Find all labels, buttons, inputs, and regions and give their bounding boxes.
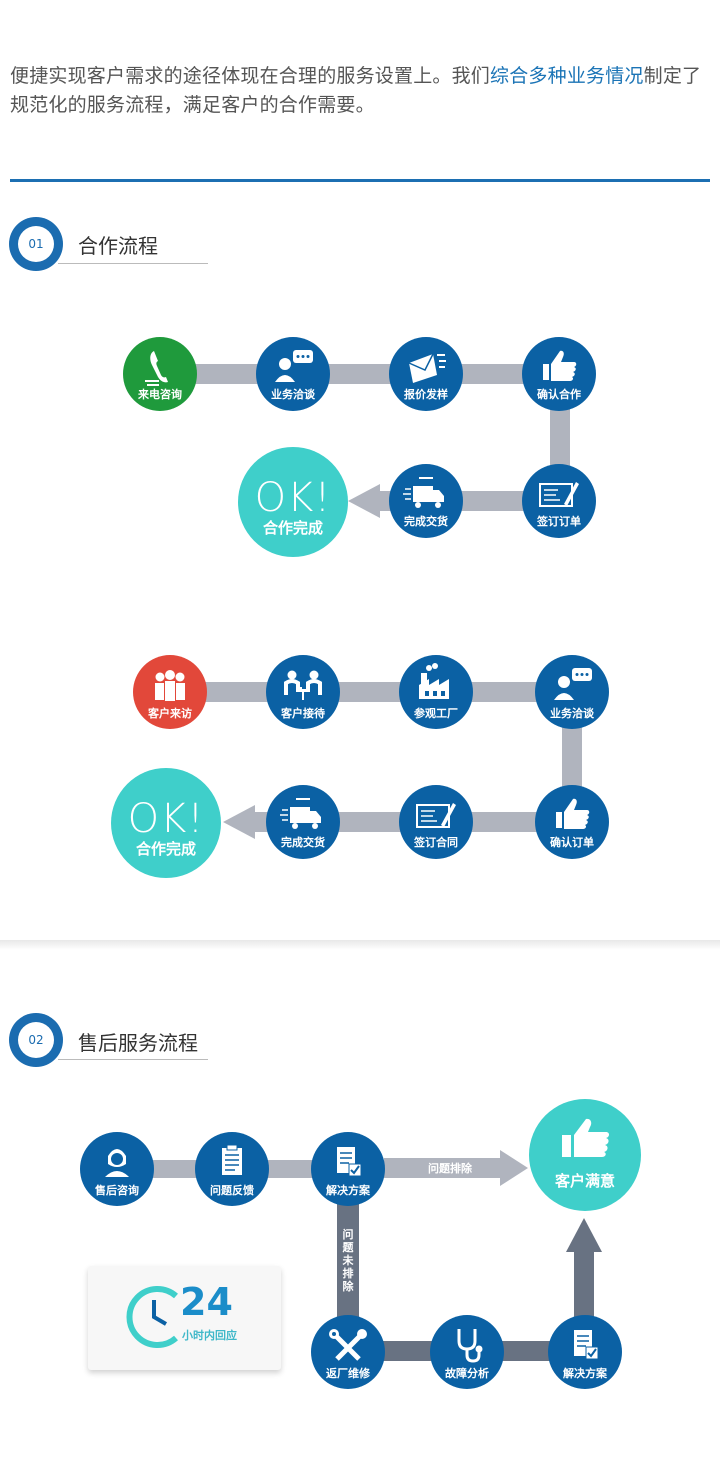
flow2-node-factory: 参观工厂 [399,655,473,729]
clock-icon [126,1286,178,1348]
flow2-node-confirm-order: 确认订单 [535,785,609,859]
intro-text: 便捷实现客户需求的途径体现在合理的服务设置上。我们综合多种业务情况制定了规范化的… [10,62,715,120]
flow3-arrow-up-icon [566,1218,602,1252]
ok-text: OK! [127,796,205,842]
stethoscope-icon [457,1329,483,1363]
reception-desk-icon [284,670,322,700]
section-number: 02 [18,1022,54,1058]
flow1-node-sign: 签订订单 [522,464,596,538]
node-label: 问题反馈 [210,1184,254,1197]
flow2-node-visit: 客户来访 [133,655,207,729]
node-label: 确认合作 [537,388,581,401]
thumbs-up-icon [556,798,590,829]
group-people-icon [155,670,185,701]
node-label: 故障分析 [445,1367,489,1380]
divider-rule [10,179,710,182]
flow3-connector-down [337,1200,359,1330]
section-separator [0,940,720,950]
truck-icon [280,798,321,829]
resolved-label: 问题排除 [428,1162,472,1175]
flow2-node-contract: 签订合同 [399,785,473,859]
badge-number: 24 [180,1280,233,1324]
intro-part2: 制定了规范化的服务流程，满足客户的合作需要。 [10,65,702,116]
flow2-arrow-left-icon [223,805,255,839]
ok-text: OK! [254,475,332,521]
checklist-icon [337,1147,362,1177]
flow3-node-consult: 售后咨询 [80,1132,154,1206]
ok-subtext: 合作完成 [262,519,323,537]
node-label: 解决方案 [563,1367,607,1380]
section-underline [58,263,208,264]
phone-icon [145,351,168,386]
flow3-node-diagnose: 故障分析 [430,1315,504,1389]
clipboard-icon [222,1144,242,1175]
node-label: 确认订单 [550,836,594,849]
thumbs-up-icon [543,350,577,381]
checklist-icon [574,1330,599,1360]
section-number: 01 [18,226,54,262]
flow3-node-solution-2: 解决方案 [548,1315,622,1389]
node-label: 来电咨询 [138,388,182,401]
chat-person-icon [554,668,592,700]
flow3-connector-up [574,1250,594,1330]
badge-text: 小时内回应 [182,1329,237,1342]
flow3-connector-resolved [384,1158,504,1178]
flow3-node-feedback: 问题反馈 [195,1132,269,1206]
flow1-node-confirm: 确认合作 [522,337,596,411]
envelope-icon [408,353,446,383]
flow1-node-phone: 来电咨询 [123,337,197,411]
flow1-node-negotiate: 业务洽谈 [256,337,330,411]
satisfied-text: 客户满意 [554,1172,615,1190]
chat-person-icon [275,350,313,382]
flow2-node-negotiate: 业务洽谈 [535,655,609,729]
flow1-ok-circle: OK! 合作完成 [238,447,348,557]
tools-icon [329,1329,367,1361]
node-label: 业务洽谈 [550,707,594,720]
flow3-satisfied-circle: 客户满意 [529,1099,641,1211]
ok-subtext: 合作完成 [135,840,196,858]
flow2-node-reception: 客户接待 [266,655,340,729]
section-underline [58,1059,208,1060]
flow3-arrow-right-icon [500,1150,528,1186]
flow1-connector-top [160,364,560,384]
node-label: 签订订单 [537,515,581,528]
node-label: 客户来访 [148,707,192,720]
thumbs-up-icon [562,1118,609,1157]
sign-document-icon [416,803,456,828]
node-label: 业务洽谈 [271,388,315,401]
section-title: 合作流程 [78,234,158,258]
node-label: 签订合同 [414,836,458,849]
sign-document-icon [539,482,579,507]
intro-highlight: 综合多种业务情况 [490,65,644,87]
flow3-node-repair: 返厂维修 [311,1315,385,1389]
node-label: 返厂维修 [326,1367,370,1380]
flow1-arrow-left-icon [348,484,380,518]
node-label: 参观工厂 [414,707,458,720]
flow2-connector-top [170,682,572,702]
section-badge-02: 02 [9,1013,63,1067]
node-label: 完成交货 [281,836,325,849]
truck-icon [403,477,444,508]
flow3-node-solution: 解决方案 [311,1132,385,1206]
node-label: 解决方案 [326,1184,370,1197]
flow1-node-quote: 报价发样 [389,337,463,411]
node-label: 客户接待 [281,707,325,720]
unresolved-label: 问题未排除 [342,1228,354,1293]
section-title: 售后服务流程 [78,1031,198,1055]
node-label: 售后咨询 [95,1184,139,1197]
node-label: 完成交货 [404,515,448,528]
flow1-node-deliver: 完成交货 [389,464,463,538]
response-24h-card: 24 小时内回应 [88,1266,281,1370]
flow2-ok-circle: OK! 合作完成 [111,768,221,878]
support-agent-icon [105,1149,129,1177]
section-badge-01: 01 [9,217,63,271]
intro-part1: 便捷实现客户需求的途径体现在合理的服务设置上。我们 [10,65,491,87]
flow2-node-deliver: 完成交货 [266,785,340,859]
node-label: 报价发样 [404,388,448,401]
factory-icon [419,663,449,699]
